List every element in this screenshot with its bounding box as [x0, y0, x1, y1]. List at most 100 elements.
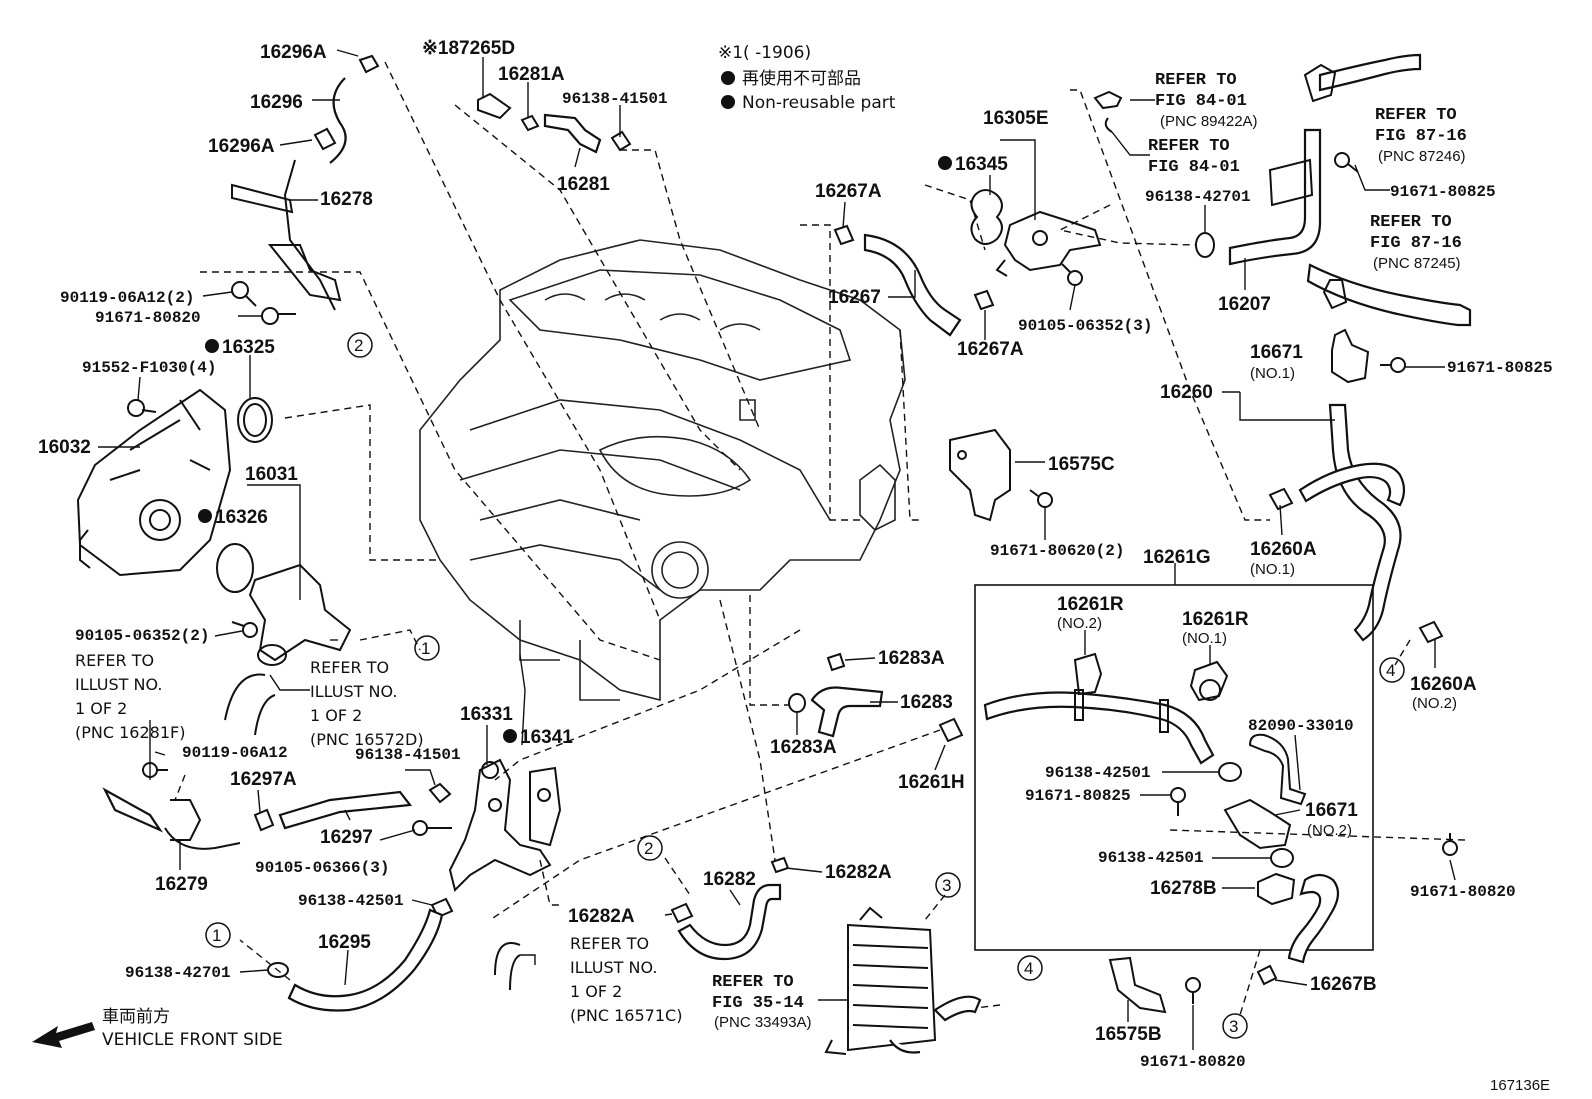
clip-16281A[interactable]: [520, 114, 540, 132]
svg-text:FIG 84-01: FIG 84-01: [1148, 158, 1240, 177]
clip-16267A-b[interactable]: [973, 289, 995, 311]
bolt-91671-80825-b[interactable]: [1380, 357, 1406, 373]
svg-text:ILLUST NO.: ILLUST NO.: [570, 958, 657, 977]
bracket-16575B[interactable]: [1108, 956, 1167, 1014]
bolt-91671-80820[interactable]: [261, 307, 296, 325]
part-16278B[interactable]: [1257, 872, 1296, 906]
part-labels: 16296A 16296 16296A 16278 90119-06A12(2)…: [38, 38, 1553, 1071]
assembly-16261G-box: [974, 584, 1374, 951]
hose-16260[interactable]: [1298, 403, 1406, 642]
legend-note: ※1( -1906): [718, 43, 811, 63]
hose-16267B[interactable]: [1287, 873, 1340, 964]
engine-block: [419, 239, 906, 702]
label-16279: 16279: [155, 874, 208, 895]
part-oil-cooler[interactable]: [824, 906, 982, 1055]
clamp-16261R-no2[interactable]: [1073, 652, 1103, 696]
bolt-91552[interactable]: [127, 399, 157, 417]
clip-16283A-a[interactable]: [826, 652, 846, 672]
bolt-91671-80820-b[interactable]: [1442, 833, 1458, 856]
bolt-90105-06366[interactable]: [412, 820, 452, 836]
bolt-91671-80825-a[interactable]: [1334, 152, 1359, 173]
svg-text:(PNC 87245): (PNC 87245): [1373, 255, 1461, 272]
hose-16295[interactable]: [287, 908, 444, 1012]
bolt-91671-80820-c[interactable]: [1185, 977, 1201, 1004]
label-16671-no2: 16671: [1305, 800, 1358, 821]
clip-16261H[interactable]: [938, 717, 964, 743]
part-16671-no1[interactable]: [1331, 328, 1370, 384]
label-16267A-b: 16267A: [957, 339, 1024, 360]
hose-16261-assembly[interactable]: [983, 689, 1215, 765]
part-16279-pipe[interactable]: [102, 787, 241, 850]
sensor-82090[interactable]: [1248, 733, 1307, 806]
hose-stub-left: [224, 673, 276, 736]
label-16283A-b: 16283A: [770, 737, 837, 758]
refer-illust-a: REFER TO ILLUST NO. 1 OF 2 (PNC 16281F): [75, 651, 185, 742]
clip-16260A-no1[interactable]: [1268, 487, 1294, 511]
clip-16283A-b[interactable]: [788, 693, 806, 713]
hose-ref-87246[interactable]: [1303, 53, 1422, 103]
label-16260A-no2-sub: (NO.2): [1412, 695, 1457, 712]
bolt-90105-2[interactable]: [231, 621, 258, 638]
callout-2a: 2: [347, 332, 373, 358]
hose-16281[interactable]: [543, 113, 602, 154]
sensor-ref-84-01[interactable]: [1093, 90, 1123, 133]
gasket-16326[interactable]: [216, 543, 254, 593]
label-91671-80825-b: 91671-80825: [1447, 359, 1553, 377]
hose-16207[interactable]: [1228, 128, 1322, 266]
label-16575B: 16575B: [1095, 1024, 1162, 1045]
legend-dot-jp: [721, 71, 735, 85]
non-reusable-dot: [503, 729, 517, 743]
part-16278-pipe[interactable]: [231, 159, 342, 311]
clip-96138-42501-c[interactable]: [1270, 848, 1294, 868]
label-16331: 16331: [460, 704, 513, 725]
part-16296-hose[interactable]: [313, 54, 380, 164]
svg-text:1 OF 2: 1 OF 2: [310, 706, 362, 725]
gasket-16341[interactable]: [529, 766, 562, 847]
bolt-91671-80620[interactable]: [1029, 489, 1053, 508]
part-87265D[interactable]: [477, 92, 512, 120]
label-16281: 16281: [557, 174, 610, 195]
label-96138-42701-b: 96138-42701: [125, 964, 231, 982]
clip-96138-41501-a[interactable]: [610, 130, 632, 152]
legend-dot-en: [721, 95, 735, 109]
label-16261G: 16261G: [1143, 547, 1211, 568]
clip-16297A[interactable]: [253, 808, 275, 832]
clip-16267A-a[interactable]: [833, 224, 855, 246]
svg-text:(PNC 33493A): (PNC 33493A): [714, 1014, 812, 1031]
label-91671-80825-c: 91671-80825: [1025, 787, 1131, 805]
bolt-90119[interactable]: [231, 281, 257, 307]
svg-text:4: 4: [1386, 661, 1395, 680]
clip-16282A-b[interactable]: [670, 902, 694, 924]
clip-16267B[interactable]: [1256, 964, 1278, 986]
clip-16260A-no2[interactable]: [1418, 620, 1444, 644]
clip-96138-41501-b[interactable]: [428, 782, 452, 804]
clip-16282A-a[interactable]: [770, 856, 790, 874]
hose-16282[interactable]: [677, 883, 782, 961]
svg-text:(PNC 87246): (PNC 87246): [1378, 148, 1466, 165]
part-16032-water-pump[interactable]: [76, 388, 232, 577]
label-16032: 16032: [38, 437, 91, 458]
part-16331-housing[interactable]: [448, 758, 552, 892]
hose-ref-87245[interactable]: [1306, 263, 1472, 327]
clamp-16261R-no1[interactable]: [1189, 660, 1229, 702]
bracket-16575C[interactable]: [949, 428, 1011, 522]
part-16671-no2[interactable]: [1223, 798, 1292, 850]
hose-16283[interactable]: [810, 686, 884, 738]
gasket-16325[interactable]: [237, 397, 273, 443]
clip-96138-42701-a[interactable]: [1195, 232, 1215, 258]
figure-code: 167136E: [1490, 1077, 1550, 1094]
bolt-90105-3[interactable]: [1061, 263, 1083, 286]
refer-84-01-a: REFER TO FIG 84-01 (PNC 89422A): [1155, 71, 1258, 130]
bolt-90119-06A12[interactable]: [142, 762, 168, 778]
hose-stub-mid: [494, 942, 521, 991]
svg-text:REFER TO: REFER TO: [310, 658, 389, 677]
part-16305E-outlet[interactable]: [995, 210, 1102, 277]
gasket-16345[interactable]: [970, 189, 1003, 245]
refer-illust-c: REFER TO ILLUST NO. 1 OF 2 (PNC 16571C): [570, 934, 682, 1025]
label-96138-42501-b: 96138-42501: [1045, 764, 1151, 782]
part-16031-water-inlet[interactable]: [248, 563, 352, 666]
hose-16267[interactable]: [863, 233, 962, 337]
label-16296: 16296: [250, 92, 303, 113]
bolt-91671-80825-c[interactable]: [1170, 787, 1186, 816]
clip-96138-42501-b[interactable]: [1218, 762, 1242, 782]
